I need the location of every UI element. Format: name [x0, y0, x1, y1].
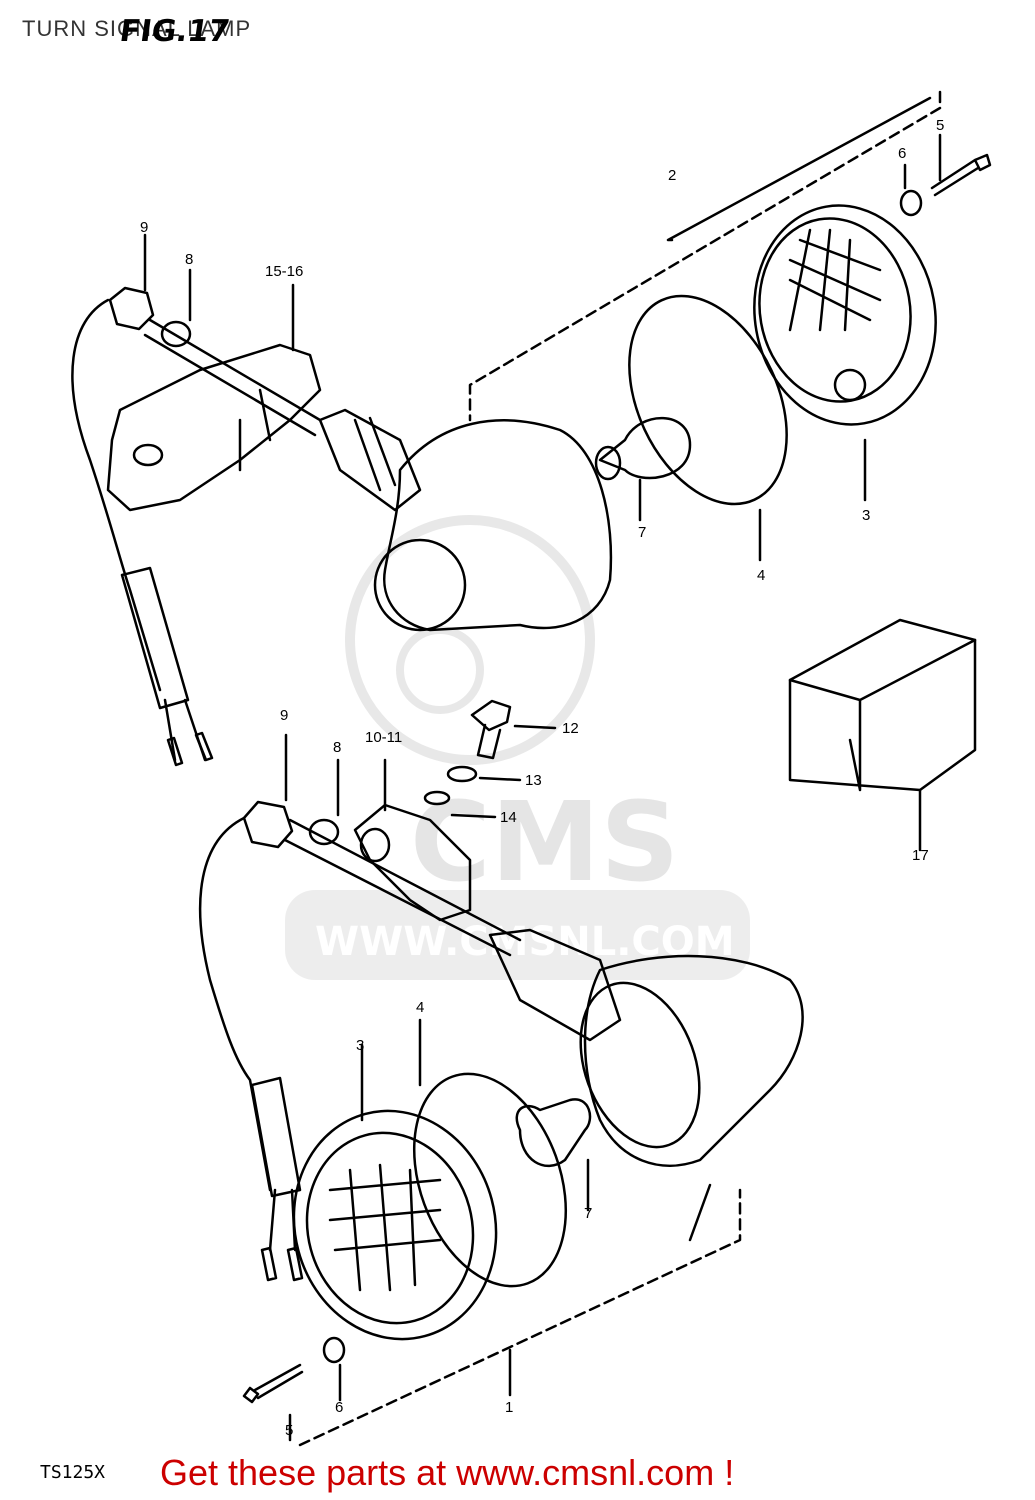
- upper-housing: [382, 419, 613, 632]
- label-upper-9: 9: [140, 219, 148, 236]
- label-lower-9: 9: [280, 707, 288, 724]
- lower-guide-line: [298, 1188, 742, 1447]
- lower-lens-3: [292, 1109, 498, 1341]
- lower-housing: [583, 954, 804, 1167]
- upper-bracket-15-16: [106, 343, 322, 512]
- cms-watermark: CMS WWW.CMSNL.COM: [285, 515, 750, 980]
- label-lower-8: 8: [333, 739, 341, 756]
- label-lower-10-11: 10-11: [365, 729, 402, 746]
- lower-wire: [198, 816, 272, 1192]
- callout-labels: 9 8 15-16 2 6 5 3 4 7 9 8 10-11 12 13 14…: [140, 117, 944, 1439]
- label-lower-5: 5: [285, 1422, 293, 1439]
- lower-screw-5: [242, 1363, 304, 1404]
- upper-guide-line: [468, 90, 942, 422]
- lower-washer-8: [308, 818, 340, 846]
- label-upper-15-16: 15-16: [265, 263, 303, 280]
- lower-bulb-7: [515, 1098, 592, 1168]
- lower-socket: [488, 928, 622, 1042]
- upper-washer-6: [899, 189, 923, 217]
- lower-nut-9: [242, 800, 294, 849]
- washer-14: [423, 790, 451, 806]
- label-upper-8: 8: [185, 251, 193, 268]
- promo-link[interactable]: Get these parts at www.cmsnl.com !: [160, 1452, 735, 1493]
- label-upper-3: 3: [862, 507, 870, 524]
- label-upper-5: 5: [936, 117, 944, 134]
- label-lower-3: 3: [356, 1037, 364, 1054]
- upper-screw-5: [930, 153, 992, 197]
- lower-bracket-10-11: [353, 803, 472, 922]
- upper-washer-8: [160, 320, 192, 348]
- page-title: TURN SIGNAL LAMP: [22, 16, 252, 41]
- label-lower-4: 4: [416, 999, 424, 1016]
- watermark-brand: CMS: [410, 778, 679, 906]
- label-lower-7: 7: [584, 1205, 592, 1222]
- lower-gasket-4: [412, 1072, 568, 1288]
- label-upper-7: 7: [638, 524, 646, 541]
- label-upper-4: 4: [757, 567, 765, 584]
- washer-13: [446, 765, 478, 783]
- upper-nut-9: [108, 286, 155, 331]
- upper-socket: [318, 408, 422, 512]
- label-lower-12: 12: [562, 720, 579, 737]
- bolt-12: [470, 699, 512, 760]
- watermark-url: WWW.CMSNL.COM: [315, 919, 735, 965]
- label-upper-2: 2: [668, 167, 676, 184]
- label-lower-6: 6: [335, 1399, 343, 1416]
- lower-washer-6: [322, 1336, 346, 1364]
- label-upper-6: 6: [898, 145, 906, 162]
- upper-lens-3: [753, 204, 937, 426]
- label-lower-1: 1: [505, 1399, 513, 1416]
- turn-signal-relay-17: [788, 618, 977, 792]
- upper-wire: [71, 298, 162, 692]
- label-lower-14: 14: [500, 809, 517, 826]
- label-lower-17: 17: [912, 847, 929, 864]
- figure-number: FIG.17: [117, 14, 232, 49]
- upper-bracket-2: [666, 96, 932, 242]
- upper-gasket-4: [628, 294, 788, 506]
- label-lower-13: 13: [525, 772, 542, 789]
- model-code: TS125X: [40, 1462, 106, 1483]
